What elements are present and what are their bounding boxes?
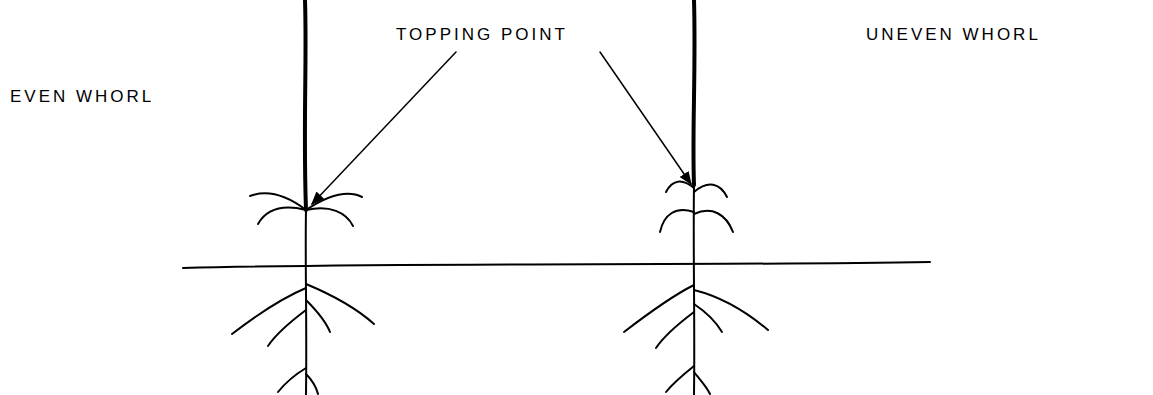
root bbox=[278, 368, 306, 392]
root bbox=[694, 304, 722, 332]
root bbox=[656, 312, 694, 348]
root bbox=[268, 310, 306, 346]
plant-label: EVEN WHORL bbox=[8, 88, 156, 107]
root bbox=[306, 300, 330, 332]
callout-label: TOPPING POINT bbox=[394, 26, 570, 45]
root bbox=[306, 284, 374, 324]
root bbox=[624, 285, 694, 332]
leader-arrow bbox=[600, 52, 691, 184]
whorl-branch bbox=[660, 210, 694, 232]
root bbox=[694, 372, 710, 394]
root bbox=[232, 288, 306, 334]
whorl-branch bbox=[694, 185, 727, 197]
plant-label: UNEVEN WHORL bbox=[864, 26, 1043, 45]
root bbox=[306, 374, 318, 394]
leader-arrow bbox=[312, 52, 456, 204]
whorl-branch bbox=[694, 211, 733, 232]
root bbox=[694, 290, 768, 330]
ground-line bbox=[183, 262, 930, 268]
root bbox=[666, 366, 694, 392]
stem bbox=[693, 0, 694, 185]
stem bbox=[305, 0, 306, 210]
whorl-branch bbox=[306, 208, 353, 226]
whorl-branch bbox=[258, 208, 306, 224]
